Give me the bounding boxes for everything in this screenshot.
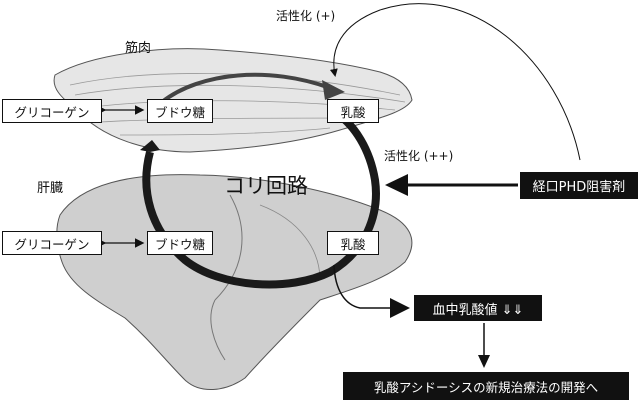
therapy-down-arrow bbox=[478, 323, 490, 368]
muscle-glucose-box: ブドウ糖 bbox=[147, 99, 213, 123]
activation-plus-arrow bbox=[329, 3, 581, 161]
liver-glucose-box: ブドウ糖 bbox=[147, 231, 213, 255]
new-therapy-box: 乳酸アシドーシスの新規治療法の開発へ bbox=[343, 372, 629, 400]
drug-box: 経口PHD阻害剤 bbox=[520, 172, 638, 199]
liver-label: 肝臓 bbox=[37, 181, 64, 196]
liver-glycogen-box: グリコーゲン bbox=[2, 231, 102, 255]
activation-plus-label: 活性化 (+) bbox=[276, 9, 336, 23]
blood-lactate-box: 血中乳酸値 ⇓⇓ bbox=[414, 295, 542, 321]
cori-cycle-title: コリ回路 bbox=[224, 174, 308, 198]
blood-lactate-arrow bbox=[333, 264, 410, 318]
muscle-lactate-box: 乳酸 bbox=[327, 99, 379, 123]
cori-cycle-circle bbox=[140, 72, 380, 289]
muscle-label: 筋肉 bbox=[125, 41, 152, 56]
activation-plusplus-label: 活性化 (++) bbox=[384, 149, 454, 163]
drug-activation-arrow bbox=[385, 174, 518, 196]
muscle-glycogen-box: グリコーゲン bbox=[2, 99, 102, 123]
liver-lactate-box: 乳酸 bbox=[327, 231, 379, 255]
